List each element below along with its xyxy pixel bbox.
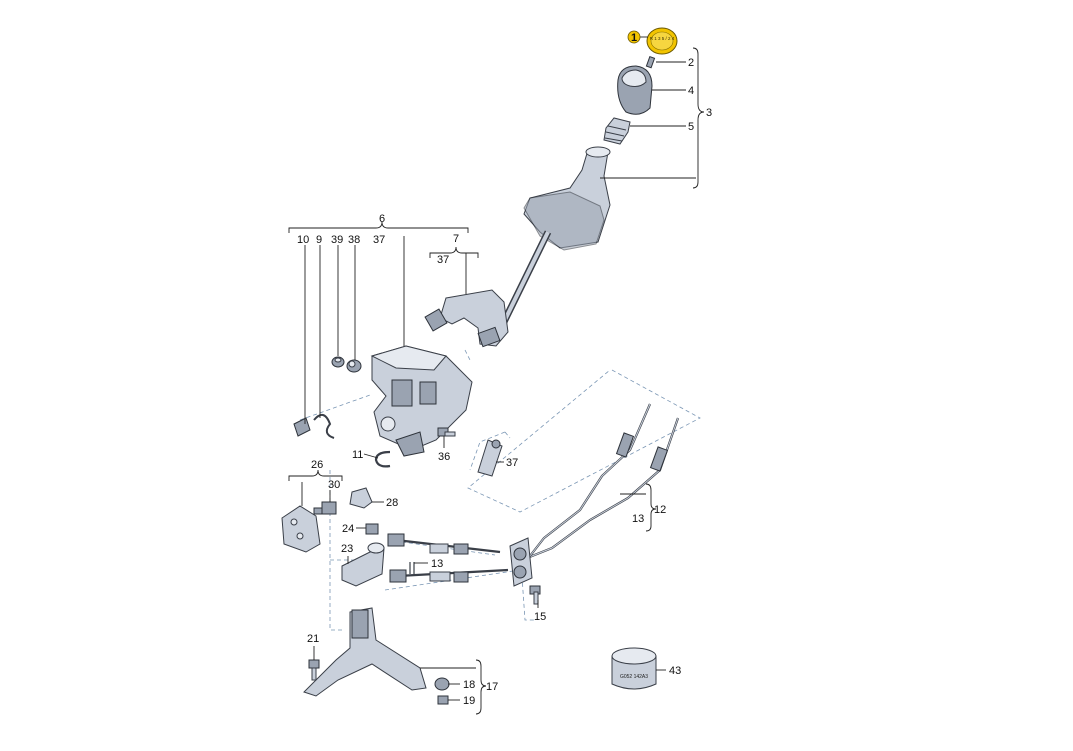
- label-37-bracket: 37: [437, 254, 449, 266]
- shift-lever-rod-part: [496, 230, 552, 332]
- gear-lever-boot-part: [523, 146, 611, 251]
- gaiter-clip-part: [603, 117, 631, 145]
- sleeve-43-part: G052 142A3: [611, 647, 657, 690]
- cable-end-lower-part: [389, 568, 509, 583]
- bolt-21-part: [308, 659, 320, 681]
- circlip-11-part: [374, 450, 391, 468]
- screw-19-part: [437, 695, 449, 705]
- shift-cable-12-part: [521, 417, 680, 562]
- label-9: 9: [316, 234, 322, 246]
- grouping-brackets: [288, 47, 705, 715]
- label-12: 12: [654, 504, 666, 516]
- gear-knob-cap: R 1 3 5 / 2 4: [646, 27, 678, 55]
- mount-23-part: [341, 542, 385, 587]
- shift-bracket-part: [424, 289, 509, 348]
- spring-9-part: [313, 413, 335, 439]
- bolt-15-part: [529, 585, 541, 605]
- label-19: 19: [463, 695, 475, 707]
- knob-shift-pattern-text: R 1 3 5 / 2 4: [650, 36, 675, 41]
- label-15: 15: [534, 611, 546, 623]
- relay-bracket-part: [281, 505, 325, 553]
- support-bracket-part: [303, 607, 427, 697]
- label-13-pin: 13: [431, 558, 443, 570]
- cable-gromet-part: [509, 537, 533, 587]
- label-5: 5: [688, 121, 694, 133]
- bush-39-part: [331, 356, 345, 368]
- clip-28-part: [349, 487, 373, 509]
- gear-knob-part: [617, 65, 653, 115]
- pin-13-part: [409, 562, 415, 574]
- label-2: 2: [688, 57, 694, 69]
- label-37-cable-end: 37: [506, 457, 518, 469]
- nut-24-part: [365, 523, 379, 535]
- clip-10-part: [293, 417, 311, 437]
- assembly-guide-lines: [299, 349, 701, 631]
- cable-end-upper-part: [387, 533, 501, 555]
- leader-lines: [301, 36, 696, 701]
- label-43: 43: [669, 665, 681, 677]
- shift-cable-13-part: [515, 403, 652, 575]
- label-36: 36: [438, 451, 450, 463]
- retaining-screw-part: [645, 55, 656, 69]
- callout-1-highlight: [627, 30, 641, 44]
- label-37-housing: 37: [373, 234, 385, 246]
- label-10: 10: [297, 234, 309, 246]
- bolt-36-part: [437, 427, 456, 437]
- label-30: 30: [328, 479, 340, 491]
- selector-housing-part: [370, 345, 473, 457]
- sleeve-part-number-text: G052 142A3: [620, 674, 648, 680]
- label-11: 11: [352, 449, 363, 461]
- label-6: 6: [379, 213, 385, 225]
- label-23: 23: [341, 543, 353, 555]
- bush-18-part: [434, 677, 450, 691]
- label-28: 28: [386, 497, 398, 509]
- label-7: 7: [453, 233, 459, 245]
- label-18: 18: [463, 679, 475, 691]
- label-1: 1: [631, 32, 637, 44]
- label-38: 38: [348, 234, 360, 246]
- label-24: 24: [342, 523, 354, 535]
- label-13-cable: 13: [632, 513, 644, 525]
- label-21: 21: [307, 633, 319, 645]
- label-4: 4: [688, 85, 694, 97]
- label-17: 17: [486, 681, 498, 693]
- callout-labels: 1 2 3 4 5 6 7 37 10 9 39 38 37 11 36 37 …: [297, 30, 712, 707]
- label-26: 26: [311, 459, 323, 471]
- cable-end-37-part: [477, 439, 503, 477]
- bush-38-part: [346, 359, 362, 373]
- label-3: 3: [706, 107, 712, 119]
- label-39: 39: [331, 234, 343, 246]
- block-30-part: [321, 501, 337, 515]
